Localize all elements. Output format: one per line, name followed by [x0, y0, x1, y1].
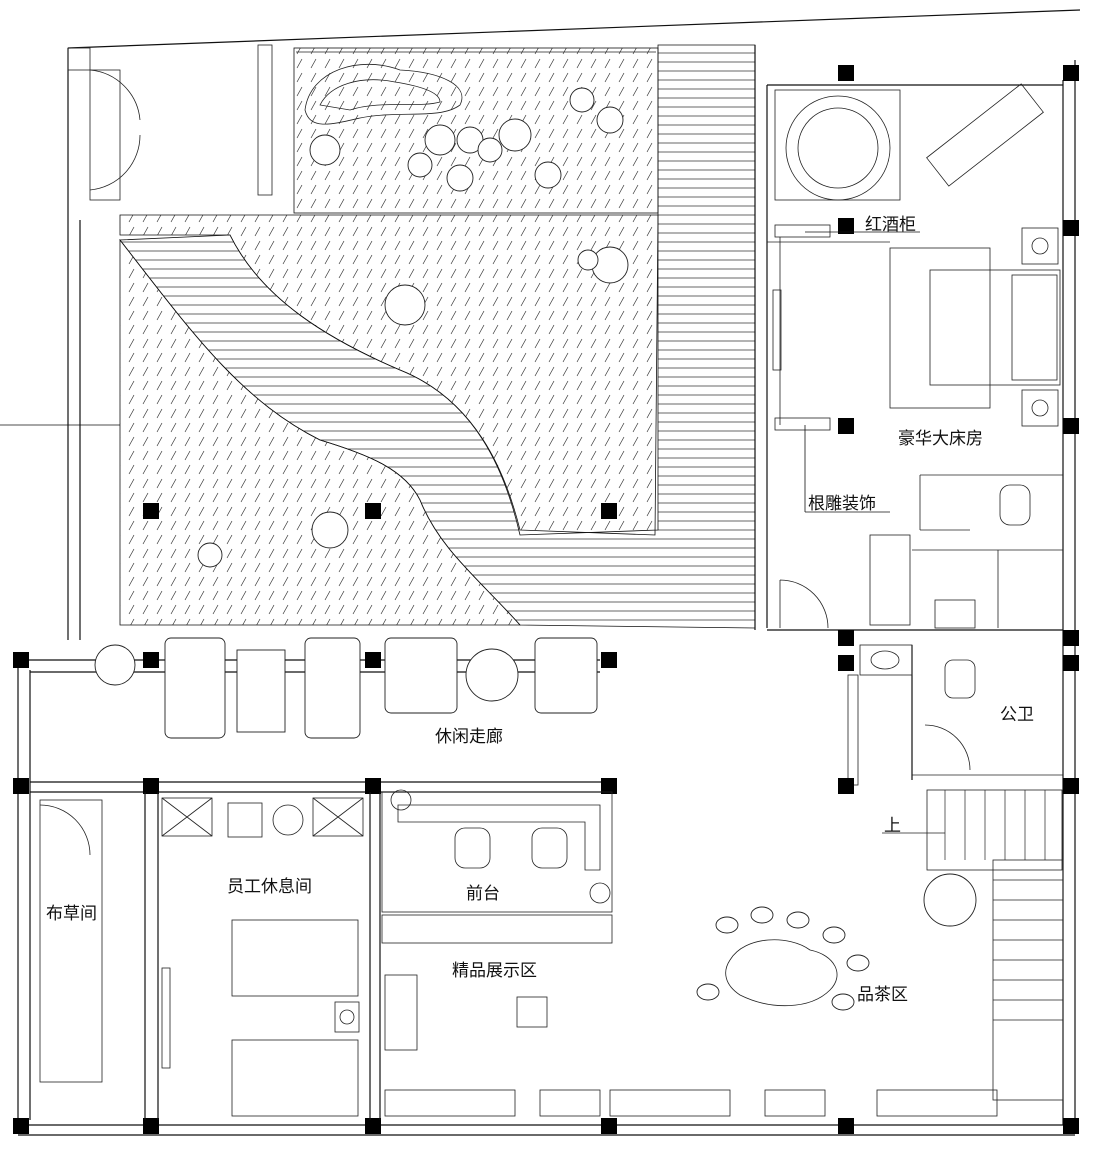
label-front-desk: 前台 — [466, 884, 500, 904]
label-linen-room: 布草间 — [46, 904, 97, 924]
public-toilet — [847, 644, 1063, 786]
staircase — [882, 789, 1064, 1101]
courtyard-columns — [143, 503, 617, 519]
label-boutique-display: 精品展示区 — [452, 961, 537, 981]
boutique-display — [384, 974, 998, 1117]
corridor-furniture — [164, 637, 598, 739]
structural-columns — [13, 65, 1079, 1134]
linen-room — [39, 792, 159, 1120]
label-staff-lounge: 员工休息间 — [227, 877, 312, 897]
entrance-door — [67, 44, 273, 201]
label-tea-area: 品茶区 — [857, 985, 908, 1005]
label-wine-cabinet: 红酒柜 — [865, 215, 916, 235]
leader-lines — [0, 231, 920, 513]
courtyard-garden — [119, 44, 756, 629]
staff-lounge — [161, 792, 381, 1120]
tea-area — [696, 906, 870, 1011]
courtyard-shrubs — [94, 87, 977, 927]
bedroom-suite — [754, 45, 1063, 631]
label-corridor: 休闲走廊 — [435, 727, 503, 747]
label-root-carving: 根雕装饰 — [808, 494, 876, 514]
label-public-toilet: 公卫 — [1000, 705, 1034, 725]
front-desk — [381, 789, 613, 944]
label-master-bedroom: 豪华大床房 — [898, 428, 983, 449]
label-stair-up: 上 — [884, 816, 901, 836]
room-labels: 红酒柜 豪华大床房 根雕装饰 公卫 休闲走廊 员工休息间 前台 布草间 精品展示… — [46, 215, 1034, 1005]
